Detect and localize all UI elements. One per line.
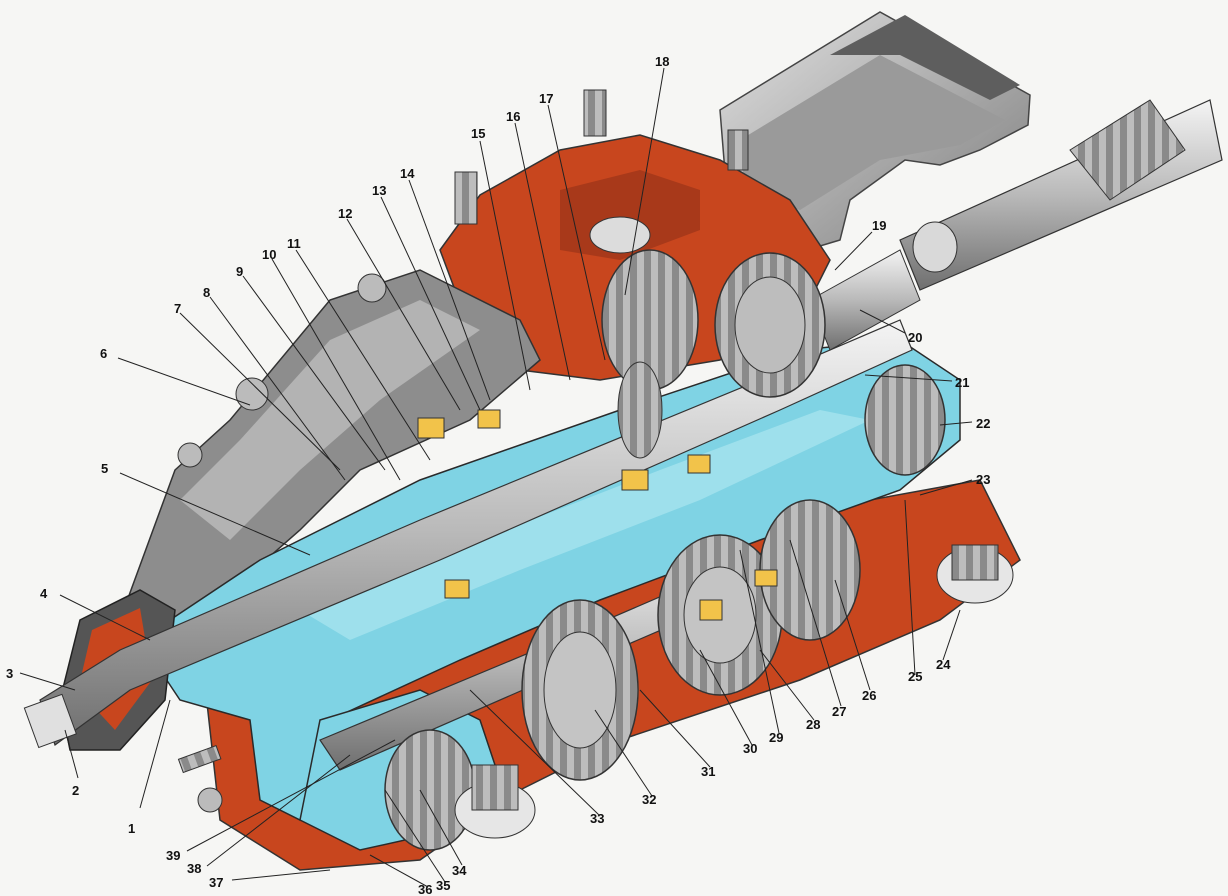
- label-27: 27: [832, 704, 846, 719]
- label-8: 8: [203, 285, 210, 300]
- label-30: 30: [743, 741, 757, 756]
- studs: [177, 89, 749, 813]
- label-32: 32: [642, 792, 656, 807]
- label-19: 19: [872, 218, 886, 233]
- label-20: 20: [908, 330, 922, 345]
- top-flange: [719, 11, 1031, 256]
- gear-cluster-upper: [589, 216, 946, 476]
- callout-labels: 1 2 3 4 5 6 7 8 9 10 11 12 13 14 15 16 1…: [6, 54, 990, 896]
- label-4: 4: [40, 586, 48, 601]
- label-34: 34: [452, 863, 467, 878]
- label-6: 6: [100, 346, 107, 361]
- synchronizer-springs: [417, 409, 778, 621]
- label-13: 13: [372, 183, 386, 198]
- label-29: 29: [769, 730, 783, 745]
- leader-lines: [19, 67, 973, 888]
- label-38: 38: [187, 861, 201, 876]
- label-36: 36: [418, 882, 432, 896]
- label-15: 15: [471, 126, 485, 141]
- label-33: 33: [590, 811, 604, 826]
- label-21: 21: [955, 375, 969, 390]
- label-2: 2: [72, 783, 79, 798]
- label-7: 7: [174, 301, 181, 316]
- label-39: 39: [166, 848, 180, 863]
- input-shaft: [23, 319, 913, 749]
- label-18: 18: [655, 54, 669, 69]
- label-26: 26: [862, 688, 876, 703]
- label-37: 37: [209, 875, 223, 890]
- label-11: 11: [287, 236, 301, 251]
- label-24: 24: [936, 657, 951, 672]
- label-35: 35: [436, 878, 450, 893]
- drain-plugs: [454, 544, 1014, 839]
- label-12: 12: [338, 206, 352, 221]
- label-5: 5: [101, 461, 108, 476]
- label-17: 17: [539, 91, 553, 106]
- label-28: 28: [806, 717, 820, 732]
- label-22: 22: [976, 416, 990, 431]
- label-9: 9: [236, 264, 243, 279]
- label-23: 23: [976, 472, 990, 487]
- label-31: 31: [701, 764, 715, 779]
- output-shaft: [809, 99, 1223, 351]
- label-16: 16: [506, 109, 520, 124]
- label-1: 1: [128, 821, 135, 836]
- label-10: 10: [262, 247, 276, 262]
- label-14: 14: [400, 166, 415, 181]
- label-25: 25: [908, 669, 922, 684]
- label-3: 3: [6, 666, 13, 681]
